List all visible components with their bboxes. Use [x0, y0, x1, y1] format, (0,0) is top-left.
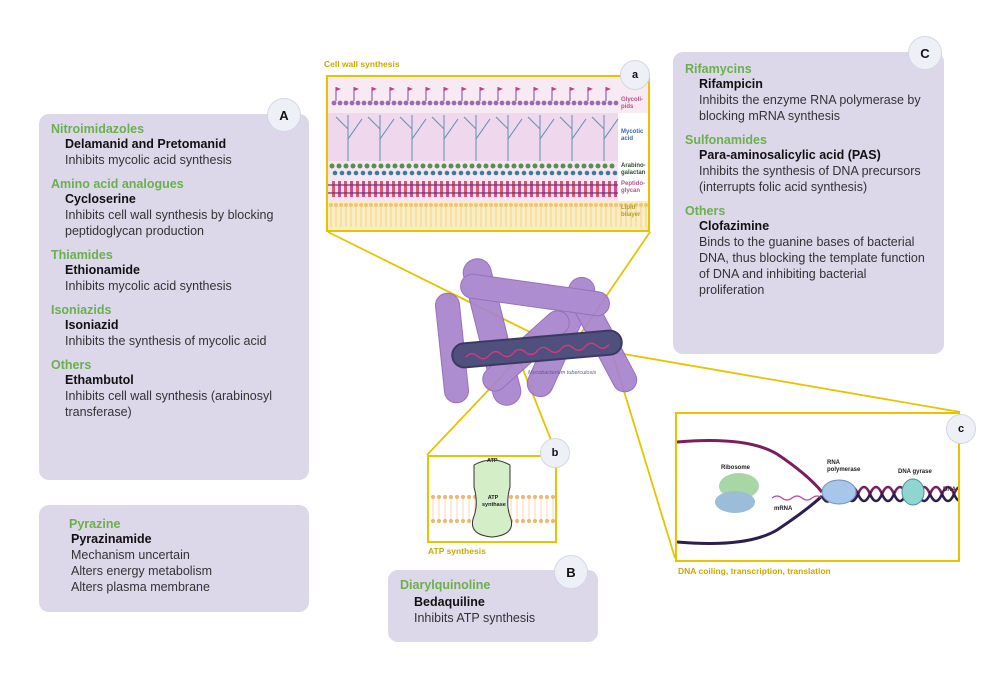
panel-b: B Diarylquinoline Bedaquiline Inhibits A…	[388, 555, 598, 642]
organism-label: Mycobacterium tuberculosis	[528, 370, 597, 376]
panel-b-badge: B	[554, 555, 588, 589]
inset-b-caption: ATP synthesis	[428, 546, 486, 556]
panel-c-badge: C	[908, 36, 942, 70]
drug-name: Delamanid and Pretomanid	[65, 137, 227, 151]
rna-polymerase-label: RNA polymerase	[827, 460, 861, 473]
inset-b-badge: b	[540, 438, 570, 468]
inset-c-frame: Ribosome mRNA RNA polymerase DNA gyrase …	[675, 412, 960, 562]
label-arabinogalactan: Arabino-galactan	[621, 163, 646, 176]
drug-name: Ethionamide	[65, 263, 141, 277]
ribosome-label: Ribosome	[721, 465, 751, 471]
pyrazine-line: Mechanism uncertain	[71, 548, 190, 562]
drug-category: Isoniazids	[51, 303, 112, 317]
label-mycotic-acid: Mycotic acid	[621, 129, 644, 142]
diarylquinoline-category: Diarylquinoline	[400, 578, 491, 592]
drug-name: Para-aminosalicylic acid (PAS)	[699, 148, 881, 162]
pyrazine-line: Alters plasma membrane	[71, 580, 210, 594]
drug-description: Inhibits the enzyme RNA polymerase by bl…	[699, 93, 921, 123]
pyrazine-category: Pyrazine	[69, 517, 121, 531]
drug-name: Cycloserine	[65, 192, 136, 206]
pyrazinamide-name: Pyrazinamide	[71, 532, 152, 546]
drug-description: Inhibits the synthesis of mycolic acid	[65, 334, 267, 348]
atp-label: ATP	[487, 458, 498, 464]
panel-a-badge: A	[267, 98, 301, 132]
drug-name: Ethambutol	[65, 373, 134, 387]
bacteria-cluster	[435, 258, 638, 406]
inset-c-badge: c	[946, 414, 976, 444]
inset-a-badge: a	[620, 60, 650, 90]
panel-pyrazine: Pyrazine Pyrazinamide Mechanism uncertai…	[39, 505, 309, 612]
drug-name: Rifampicin	[699, 77, 763, 91]
pyrazine-line: Alters energy metabolism	[71, 564, 213, 578]
dna-transcription-illustration	[677, 439, 958, 545]
cell-wall-illustration	[328, 77, 648, 230]
drug-description: Inhibits cell wall synthesis by blocking…	[65, 208, 274, 238]
drug-description: Inhibits mycolic acid synthesis	[65, 153, 232, 167]
inset-c-caption: DNA coiling, transcription, translation	[678, 566, 831, 576]
inset-a-title: Cell wall synthesis	[324, 59, 400, 69]
drug-name: Clofazimine	[699, 219, 770, 233]
drug-description: Binds to the guanine bases of bacterial …	[699, 235, 925, 297]
drug-category: Others	[685, 204, 726, 218]
label-glycolipids: Glycoli-pids	[621, 97, 644, 110]
bedaquiline-name: Bedaquiline	[414, 595, 485, 609]
drug-category: Nitroimidazoles	[51, 122, 145, 136]
atp-synthase-illustration	[430, 459, 555, 538]
drug-name: Isoniazid	[65, 318, 119, 332]
drug-description: Inhibits the synthesis of DNA precursors…	[699, 164, 921, 194]
atp-synthase-label: ATP synthase	[482, 495, 506, 508]
drug-description: Inhibits cell wall synthesis (arabinosyl…	[65, 389, 273, 419]
inset-b-frame: ATP ATP synthase	[427, 455, 557, 543]
drug-description: Inhibits mycolic acid synthesis	[65, 279, 232, 293]
mrna-label: mRNA	[774, 506, 793, 512]
drug-category: Others	[51, 358, 92, 372]
drug-category: Sulfonamides	[685, 133, 767, 147]
drug-category: Thiamides	[51, 248, 113, 262]
bedaquiline-desc: Inhibits ATP synthesis	[414, 611, 536, 625]
label-peptidoglycan: Peptido-glycan	[621, 181, 645, 194]
drug-category: Amino acid analogues	[51, 177, 184, 191]
label-lipid-bilayer: Lipid bilayer	[621, 205, 641, 218]
dna-gyrase-label: DNA gyrase	[898, 469, 932, 475]
drug-category: Rifamycins	[685, 62, 752, 76]
inset-a-frame: Glycoli-pids Mycotic acid Arabino-galact…	[326, 75, 650, 232]
dna-label: DNA	[943, 487, 956, 493]
